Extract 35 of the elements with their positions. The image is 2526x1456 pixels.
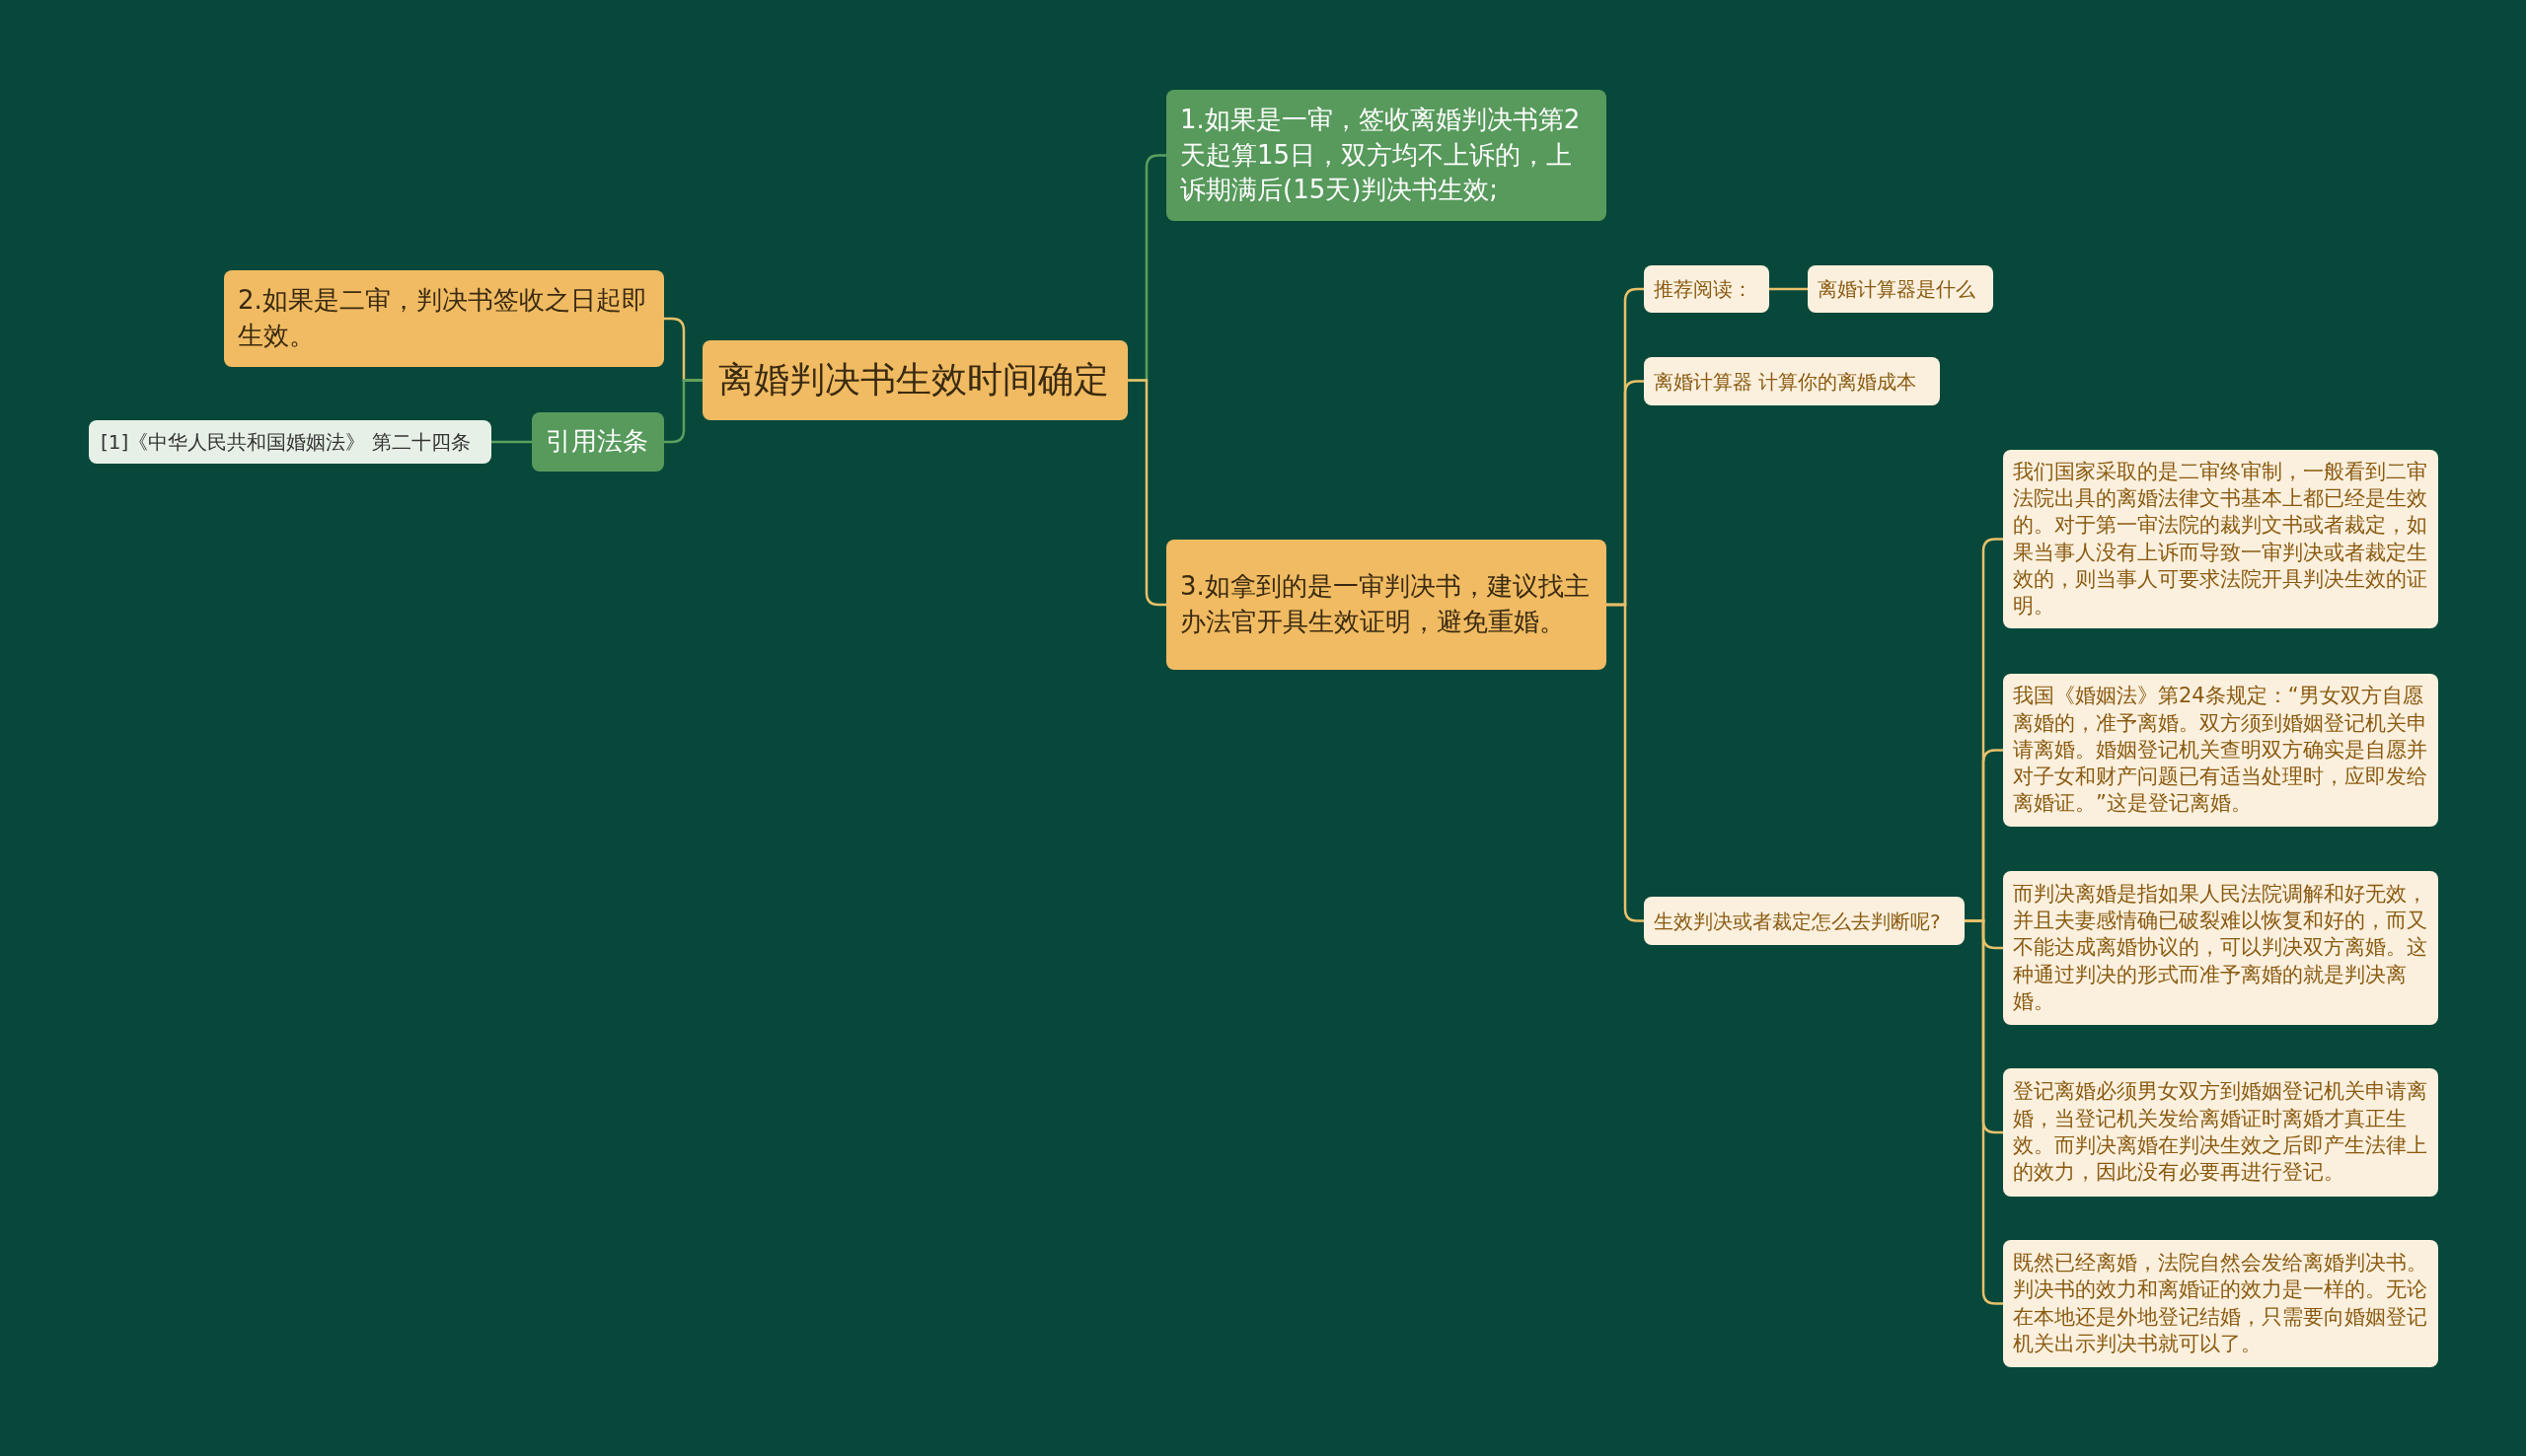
note-box: [2003, 674, 2438, 827]
topic-box: [1644, 897, 1965, 945]
node-text: 1.如果是一审，签收离婚判决书第2天起算15日，双方均不上诉的，上诉期满后(15天)判决书生效;: [1180, 103, 1582, 207]
node-text: 离婚判决书生效时间确定: [718, 358, 1109, 402]
node-text: 离婚计算器是什么: [1818, 276, 1975, 302]
note-box: [2003, 871, 2438, 1025]
connector-line: [1965, 919, 2003, 1305]
node-text: 登记离婚必须男女双方到婚姻登记机关申请离婚，当登记机关发给离婚证时离婚才真正生效。而判决离婚在判决生效之后即产生法律上的效力，因此没有必要再进行登记。: [2013, 1078, 2428, 1187]
node-text: 2.如果是二审，判决书签收之日起即生效。: [238, 284, 648, 352]
topic-box: [1166, 90, 1606, 221]
note-box: [2003, 1240, 2438, 1367]
topic-box: [532, 412, 664, 472]
node-text: 生效判决或者裁定怎么去判断呢?: [1654, 908, 1941, 934]
connector-line: [664, 379, 703, 444]
connector-line: [491, 440, 532, 444]
node-text: 而判决离婚是指如果人民法院调解和好无效，并且夫妻感情确已破裂难以恢复和好的，而又不能达成离婚协议的，可以判决双方离婚。这种通过判决的形式而准予离婚的就是判决离婚。: [2013, 880, 2428, 1015]
node-text: 推荐阅读：: [1654, 276, 1752, 302]
note-box: [2003, 1068, 2438, 1197]
node-text: 我们国家采取的是二审终审制，一般看到二审法院出具的离婚法律文书基本上都已经是生效的。对于第一审法院的裁判文书或者裁定，如果当事人没有上诉而导致一审判决或者裁定生效的，则当事人可要求法院开具判决生效的证明。: [2013, 458, 2428, 620]
topic-box: [1644, 265, 1769, 313]
connector-line: [1606, 603, 1644, 922]
node-text: [1]《中华人民共和国婚姻法》 第二十四条: [101, 429, 471, 455]
node-text: 我国《婚姻法》第24条规定：“男女双方自愿离婚的，准予离婚。双方须到婚姻登记机关申请离婚。婚姻登记机关查明双方确实是自愿并对子女和财产问题已有适当处理时，应即发给离婚证。”这是登记离婚。: [2013, 683, 2428, 818]
node-text: 3.如拿到的是一审判决书，建议找主办法官开具生效证明，避免重婚。: [1180, 570, 1591, 638]
note-box: [89, 420, 491, 464]
topic-box: [1166, 540, 1606, 670]
topic-box: [1644, 357, 1940, 405]
node-text: 引用法条: [546, 425, 648, 459]
connector-line: [1769, 287, 1808, 291]
node-text: 离婚计算器 计算你的离婚成本: [1654, 368, 1917, 395]
topic-box: [703, 340, 1128, 420]
node-text: 既然已经离婚，法院自然会发给离婚判决书。判决书的效力和离婚证的效力是一样的。无论在本地还是外地登记结婚，只需要向婚姻登记机关出示判决书就可以了。: [2013, 1249, 2428, 1357]
topic-box: [224, 270, 664, 367]
connector-line: [1128, 379, 1166, 607]
topic-box: [1808, 265, 1993, 313]
